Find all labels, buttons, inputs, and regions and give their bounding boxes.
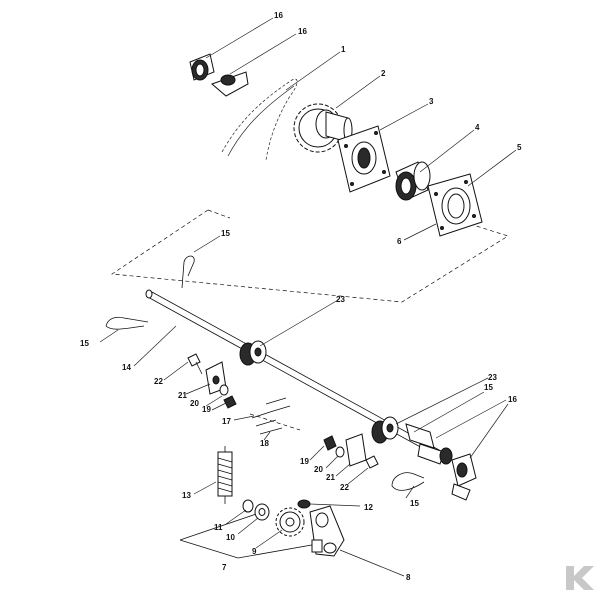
washer-small — [242, 499, 254, 513]
callout-21-left: 21 — [178, 391, 187, 400]
callout-9: 9 — [252, 547, 257, 556]
nut-right — [323, 435, 337, 451]
tensioner-arm — [309, 505, 345, 557]
idler-spacer — [297, 499, 311, 509]
bolt-left — [187, 353, 203, 375]
callout-5: 5 — [517, 143, 522, 152]
nut-left — [223, 395, 237, 409]
bearing-flange-plate-right — [427, 173, 483, 237]
callout-3: 3 — [429, 97, 434, 106]
callout-21-right: 21 — [326, 473, 335, 482]
callout-8: 8 — [406, 573, 411, 582]
callout-2: 2 — [381, 69, 386, 78]
bolt-right — [365, 455, 379, 469]
callout-15-lower: 15 — [410, 499, 419, 508]
callout-15-left: 15 — [80, 339, 89, 348]
callout-14: 14 — [122, 363, 131, 372]
callout-10: 10 — [226, 533, 235, 542]
callout-labels: 16 16 1 2 3 4 5 6 15 23 15 14 22 21 20 1… — [80, 11, 522, 582]
r-clip-lower-right — [391, 472, 425, 491]
washer-large — [254, 503, 270, 521]
callout-22-right: 22 — [340, 483, 349, 492]
main-shaft — [145, 289, 451, 461]
callout-19-left: 19 — [202, 405, 211, 414]
callout-6: 6 — [397, 237, 402, 246]
bracket-right — [345, 433, 367, 467]
tension-spring — [217, 446, 233, 497]
r-clip-left — [105, 316, 149, 330]
callout-16-top: 16 — [274, 11, 283, 20]
callout-7: 7 — [222, 563, 227, 572]
callout-16-right: 16 — [508, 395, 517, 404]
callout-23-right: 23 — [488, 373, 497, 382]
roller-chain — [221, 78, 298, 161]
washer-left — [219, 384, 229, 396]
bearing-flange-plate-left — [337, 125, 391, 193]
callout-11: 11 — [214, 523, 223, 532]
callout-19-right: 19 — [300, 457, 309, 466]
callout-18: 18 — [260, 439, 269, 448]
r-clip-top — [181, 255, 195, 289]
shaft-collar-right — [371, 416, 399, 444]
callout-15-right: 15 — [484, 383, 493, 392]
upper-assembly-outline — [110, 209, 509, 303]
callout-23-left: 23 — [336, 295, 345, 304]
callout-12: 12 — [364, 503, 373, 512]
brand-logo: K — [566, 566, 594, 590]
callout-13: 13 — [182, 491, 191, 500]
washer-right — [335, 446, 345, 458]
lower-assembly-outline — [179, 509, 341, 559]
callout-20-left: 20 — [190, 399, 199, 408]
bearing-insert — [395, 161, 431, 201]
callout-22-left: 22 — [154, 377, 163, 386]
callout-20-right: 20 — [314, 465, 323, 474]
callout-17: 17 — [222, 417, 231, 426]
callout-1: 1 — [341, 45, 346, 54]
right-end-collar-assembly — [405, 423, 477, 501]
callout-4: 4 — [475, 123, 480, 132]
callout-15-top: 15 — [221, 229, 230, 238]
pins-stack — [249, 397, 301, 435]
locking-collar-top — [189, 53, 249, 97]
leader-lines — [99, 17, 517, 577]
callout-16-second: 16 — [298, 27, 307, 36]
shaft-collar-left — [239, 340, 267, 366]
idler-sprocket — [275, 507, 305, 537]
